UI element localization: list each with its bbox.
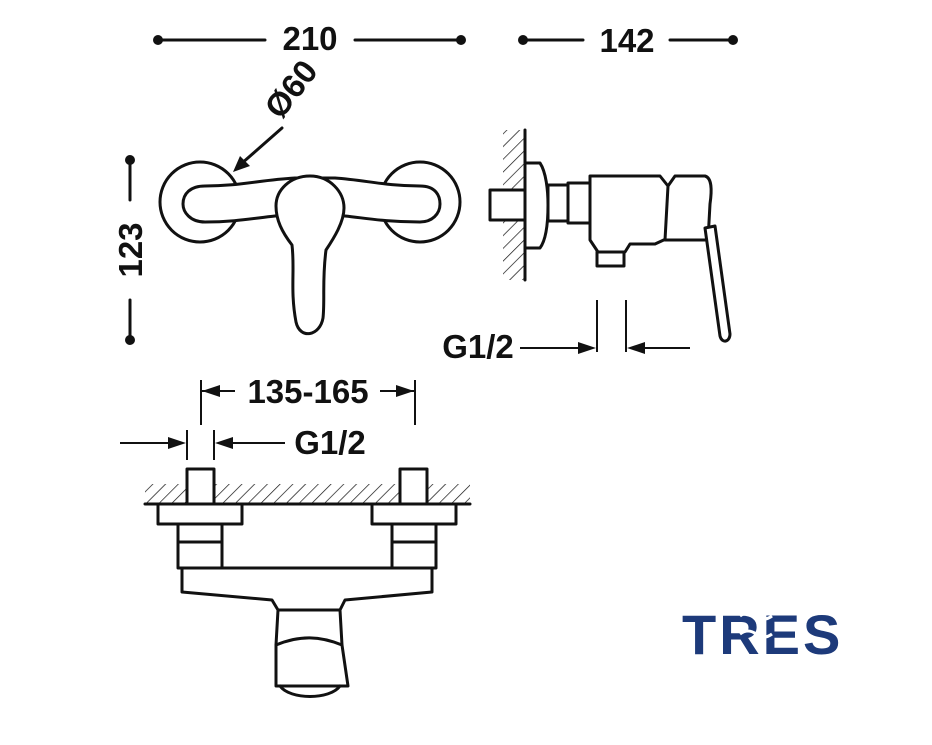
- plan-left-eccentric: [176, 522, 224, 544]
- dimension-overall-width: 210: [153, 20, 466, 57]
- brand-logo: TRES: [682, 603, 843, 666]
- side-body: [588, 174, 670, 254]
- dimension-height: 123: [112, 155, 149, 345]
- dimension-depth: 142: [518, 22, 738, 59]
- dimension-label-width: 210: [282, 20, 337, 57]
- dimension-label-thread-front: G1/2: [294, 424, 366, 461]
- dimension-diameter: Ø60: [233, 53, 325, 172]
- side-view: G1/2: [442, 128, 732, 365]
- plan-left-inlet: [185, 467, 216, 506]
- plan-right-nut: [390, 540, 438, 570]
- plan-left-rosette: [156, 502, 244, 526]
- side-lever: [703, 224, 732, 343]
- lever: [274, 174, 346, 335]
- side-eccentric: [546, 183, 570, 223]
- side-inlet-stub: [488, 188, 527, 222]
- dimension-label-depth: 142: [599, 22, 654, 59]
- plan-lever-end: [274, 636, 350, 688]
- dimension-label-thread-side: G1/2: [442, 328, 514, 365]
- brand-logo-text: TRES: [682, 603, 843, 666]
- side-nut: [566, 181, 592, 225]
- plan-wall-hatch: [145, 484, 470, 504]
- plan-mixer-body: [180, 566, 434, 612]
- side-handle-block: [663, 174, 713, 242]
- plan-view: 135-165 G1/2: [120, 373, 472, 698]
- dimension-label-inlet-spacing: 135-165: [247, 373, 368, 410]
- front-view: [158, 160, 462, 335]
- dimension-label-height: 123: [112, 222, 149, 277]
- side-rosette: [523, 161, 550, 250]
- plan-right-inlet: [398, 467, 429, 506]
- plan-left-nut: [176, 540, 224, 570]
- plan-right-rosette: [370, 502, 458, 526]
- dimension-label-diameter: Ø60: [257, 53, 325, 125]
- side-outlet: [595, 250, 626, 268]
- plan-right-eccentric: [390, 522, 438, 544]
